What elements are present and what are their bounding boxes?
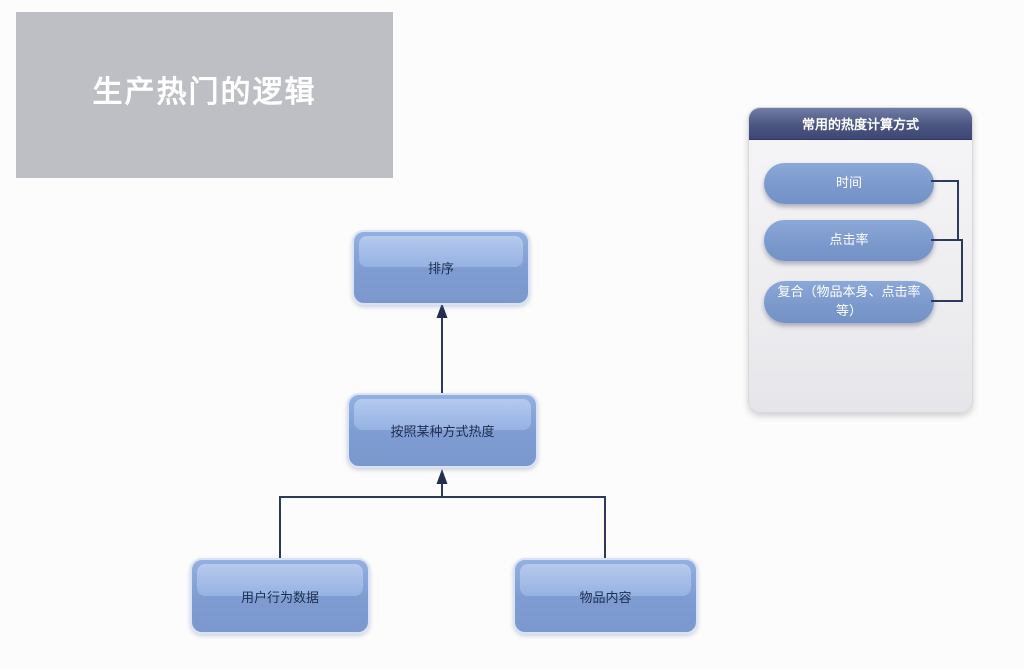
legend-panel-header: 常用的热度计算方式 xyxy=(749,108,972,140)
legend-panel: 常用的热度计算方式 时间 点击率 复合（物品本身、点击率等） xyxy=(748,107,973,413)
flow-node-heat-method[interactable]: 按照某种方式热度 xyxy=(347,393,538,468)
arrowhead-up-to-heat xyxy=(436,469,448,484)
legend-pill-label: 复合（物品本身、点击率等） xyxy=(777,284,921,318)
flow-node-label: 按照某种方式热度 xyxy=(390,424,495,439)
legend-pill-label: 点击率 xyxy=(829,232,869,248)
legend-pill-composite[interactable]: 复合（物品本身、点击率等） xyxy=(764,281,934,323)
flow-node-user-behavior[interactable]: 用户行为数据 xyxy=(190,558,370,634)
legend-pill-time[interactable]: 时间 xyxy=(764,163,934,204)
flow-node-sort[interactable]: 排序 xyxy=(352,230,530,305)
legend-pill-click-rate[interactable]: 点击率 xyxy=(764,220,934,261)
flow-node-label: 用户行为数据 xyxy=(240,589,319,605)
legend-pill-label: 时间 xyxy=(835,175,862,191)
title-box: 生产热门的逻辑 xyxy=(16,12,393,178)
flow-node-item-content[interactable]: 物品内容 xyxy=(513,558,698,634)
arrowhead-up-to-sort xyxy=(436,303,448,318)
flow-node-label: 排序 xyxy=(427,261,454,276)
flow-node-label: 物品内容 xyxy=(579,589,632,605)
page-title: 生产热门的逻辑 xyxy=(92,76,317,109)
legend-panel-title: 常用的热度计算方式 xyxy=(801,117,919,132)
